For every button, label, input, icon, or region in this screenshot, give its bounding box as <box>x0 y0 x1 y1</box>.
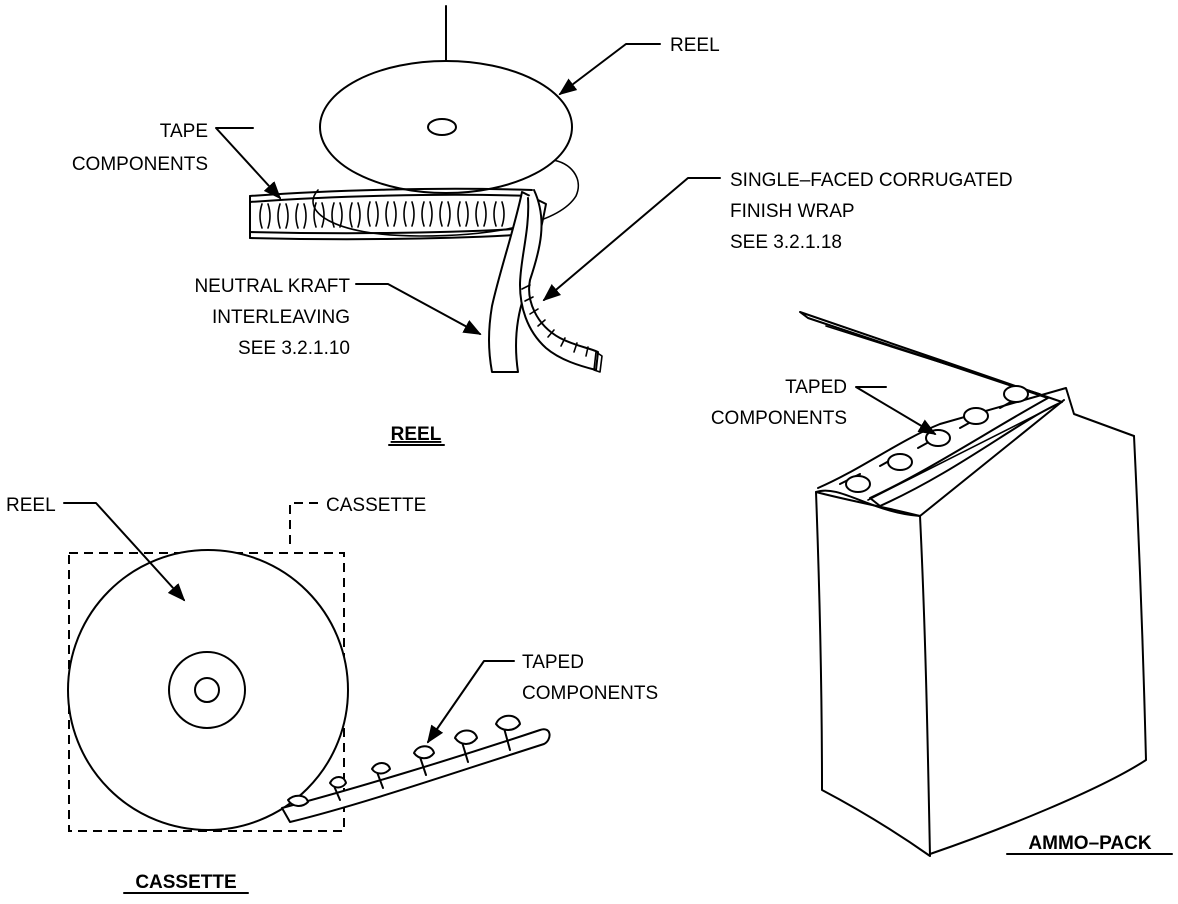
leader-cassette-taped <box>426 660 515 744</box>
ammo-box-top-edge <box>815 399 1065 517</box>
caption-cassette: CASSETTE <box>135 872 236 893</box>
leader-reel-top <box>558 43 661 96</box>
leader-cassette-reel <box>63 502 186 602</box>
ammo-box-back-rim <box>817 387 1135 489</box>
label-finish-wrap-line2: FINISH WRAP <box>730 201 855 222</box>
label-cassette-taped-line1: TAPED <box>522 652 584 673</box>
caption-ammo-pack: AMMO–PACK <box>1028 833 1151 854</box>
label-cassette-box: CASSETTE <box>326 495 426 516</box>
leader-interleaving <box>355 283 482 335</box>
label-finish-wrap-line1: SINGLE–FACED CORRUGATED <box>730 170 1013 191</box>
reel-tape-strip <box>249 187 533 241</box>
cassette-reel-hole <box>194 677 220 703</box>
cassette-reel-hub <box>168 651 246 729</box>
corrugated-finish-wrap <box>519 189 603 373</box>
ammo-box-lid-flap <box>799 311 1063 507</box>
caption-reel: REEL <box>391 424 442 445</box>
ammo-box-right-side <box>929 435 1147 855</box>
ammo-taped-components <box>839 385 1059 501</box>
label-interleaving-line1: NEUTRAL KRAFT <box>194 276 350 297</box>
leader-ammo-taped <box>855 386 937 435</box>
label-tape-line1: TAPE <box>160 121 208 142</box>
ammo-box-front-face <box>815 491 931 857</box>
reel-drawing <box>215 5 721 373</box>
cassette-tape <box>281 714 551 823</box>
leader-tape-components <box>215 127 282 200</box>
label-cassette-taped-line2: COMPONENTS <box>522 683 658 704</box>
ammo-pack-drawing <box>799 311 1147 857</box>
ammo-lid-fold <box>825 325 1041 395</box>
label-finish-wrap-line3: SEE 3.2.1.18 <box>730 232 842 253</box>
label-interleaving-line2: INTERLEAVING <box>212 307 350 328</box>
label-interleaving-line3: SEE 3.2.1.10 <box>238 338 350 359</box>
cassette-drawing <box>63 502 551 832</box>
leader-cassette-box <box>289 502 318 545</box>
reel-hub <box>427 118 457 136</box>
leader-finish-wrap <box>542 177 721 302</box>
label-cassette-reel: REEL <box>6 495 56 516</box>
label-tape-line2: COMPONENTS <box>72 154 208 175</box>
cassette-reel-flange <box>67 549 349 831</box>
label-ammo-taped-line2: COMPONENTS <box>711 408 847 429</box>
label-reel-top: REEL <box>670 35 720 56</box>
label-ammo-taped-line1: TAPED <box>785 377 847 398</box>
